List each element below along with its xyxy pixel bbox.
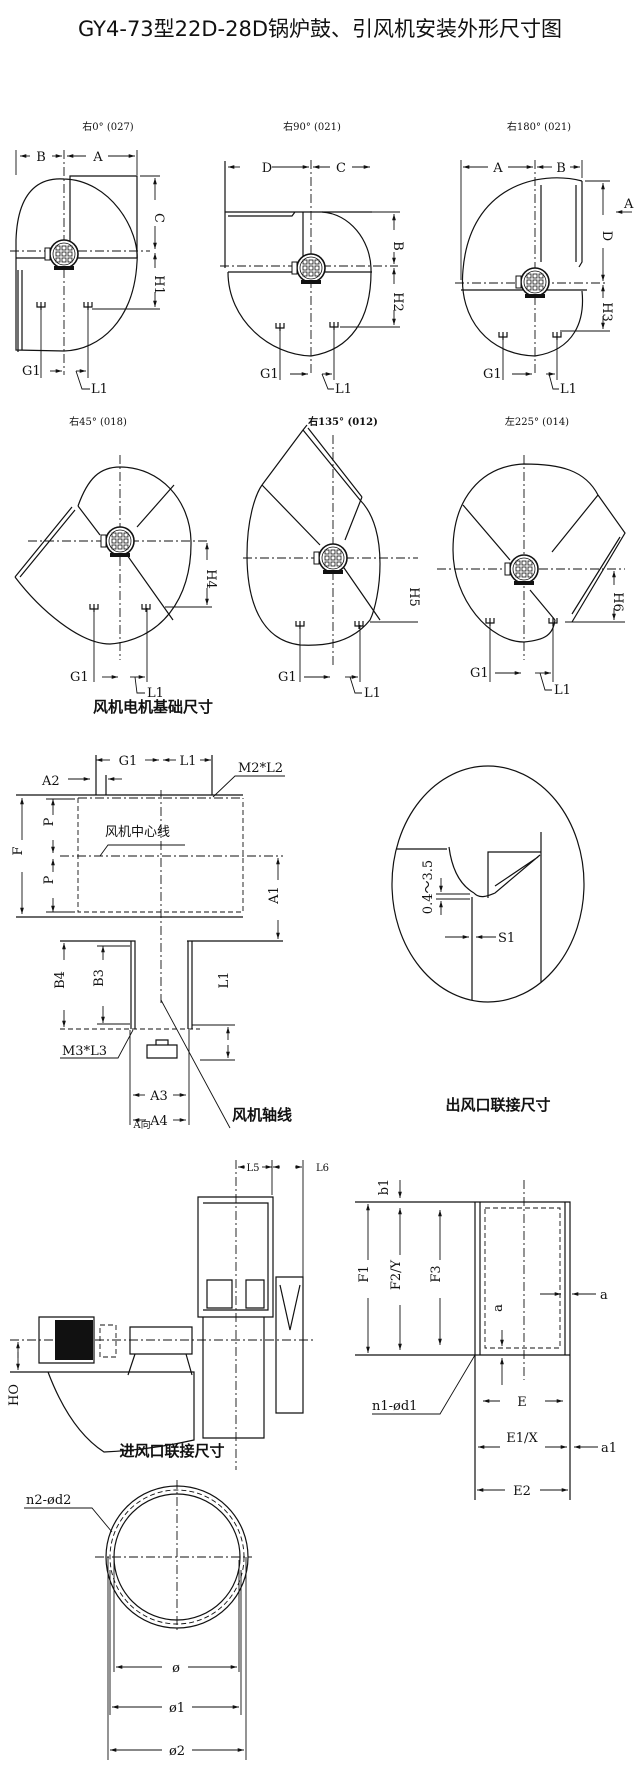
label-m2l2: M2*L2 — [238, 761, 283, 776]
dim-g1: G1 — [278, 670, 297, 685]
view-right-180: 右180° (021) A B D H3 A G1 L1 — [455, 120, 634, 397]
view-direction-a: A — [623, 197, 634, 212]
dim-g1: G1 — [260, 367, 279, 382]
dim-l1-vertical: L1 — [217, 972, 232, 989]
dim-h1: H1 — [151, 275, 166, 295]
view-caption: 右135° (012) — [307, 415, 378, 428]
dim-g1: G1 — [483, 367, 502, 382]
label-m3l3: M3*L3 — [62, 1044, 107, 1059]
dim-b: B — [36, 150, 46, 165]
dim-a3: A3 — [149, 1089, 168, 1104]
dim-l1: L1 — [560, 382, 577, 397]
view-caption: 右90° (021) — [283, 120, 341, 133]
section-title: 风机电机基础尺寸 — [93, 698, 213, 716]
dim-g1: G1 — [22, 364, 41, 379]
view-right-45: 右45° (018) H4 G1 L1 — [14, 415, 218, 701]
dim-l1: L1 — [554, 683, 571, 698]
dim-g1: G1 — [119, 754, 138, 769]
section-title: 出风口联接尺寸 — [445, 1096, 550, 1114]
dim-h5: H5 — [406, 587, 421, 607]
dim-a-right: a — [600, 1288, 608, 1303]
dim-b4: B4 — [53, 971, 68, 989]
inlet-flange: 进风口联接尺寸 n2-ød2 ø ø1 ø2 — [24, 1442, 252, 1760]
dim-e: E — [517, 1395, 527, 1410]
dim-a1: A1 — [267, 886, 282, 905]
dim-c: C — [151, 213, 166, 223]
view-caption: 右0° (027) — [82, 120, 134, 133]
dim-h3: H3 — [599, 302, 614, 322]
page-title: GY4-73型22D-28D锅炉鼓、引风机安装外形尺寸图 — [78, 17, 562, 41]
view-right-0: 右0° (027) B A C H1 G1 L1 — [10, 120, 166, 397]
dim-f: F — [11, 846, 26, 855]
dim-a: A — [92, 150, 103, 165]
dim-h0: HO — [7, 1384, 22, 1406]
dim-l1: L1 — [91, 382, 108, 397]
label-s1: S1 — [498, 931, 515, 946]
dim-d2: ø2 — [169, 1744, 185, 1759]
label-n2-d2: n2-ød2 — [26, 1493, 71, 1508]
view-right-135: 右135° (012) H5 G1 L1 — [243, 415, 421, 701]
dim-b1: b1 — [377, 1179, 392, 1196]
dim-d: D — [599, 231, 614, 241]
dim-a2: A2 — [41, 774, 60, 789]
dim-e1-x: E1/X — [506, 1431, 538, 1446]
section-title: A向 — [132, 1118, 150, 1131]
dim-b: B — [390, 241, 405, 251]
side-view: A向 L5 L6 HO — [7, 1118, 329, 1470]
dim-a1: a1 — [601, 1441, 617, 1456]
dim-h4: H4 — [203, 569, 218, 589]
dim-c: C — [336, 161, 346, 176]
dim-f3: F3 — [429, 1265, 444, 1282]
view-caption: 左225° (014) — [505, 415, 569, 428]
dim-a: A — [492, 161, 503, 176]
dim-p-upper: P — [42, 817, 57, 826]
dim-h6: H6 — [610, 592, 625, 612]
outlet-flange: 出风口联接尺寸 b1 F1 F2/Y F3 a a n1-ød1 E E1/X … — [355, 1096, 617, 1500]
dim-g1: G1 — [70, 670, 89, 685]
label-gap: 0.4～3.5 — [421, 860, 436, 914]
foundation-drawing: 风机电机基础尺寸 G1 L1 A2 M2*L2 F P P 风机中心线 A1 B… — [11, 698, 292, 1129]
label-fan-centerline: 风机中心线 — [105, 825, 170, 840]
dim-h2: H2 — [390, 292, 405, 312]
clearance-detail: 0.4～3.5 S1 — [391, 765, 585, 1003]
dim-g1: G1 — [470, 666, 489, 681]
section-title: 进风口联接尺寸 — [119, 1442, 224, 1460]
view-caption: 右45° (018) — [69, 415, 127, 428]
dim-b: B — [556, 161, 566, 176]
dim-b3: B3 — [92, 969, 107, 987]
dim-f2-y: F2/Y — [389, 1259, 404, 1290]
view-left-225: 左225° (014) H6 G1 L1 — [437, 415, 626, 698]
label-n1-d1: n1-ød1 — [372, 1399, 417, 1414]
view-right-90: 右90° (021) D C B H2 G1 L1 — [220, 120, 405, 397]
dim-d1: ø1 — [169, 1701, 185, 1716]
dim-p-lower: P — [42, 875, 57, 884]
dim-l6: L6 — [316, 1163, 329, 1174]
dim-l1: L1 — [335, 382, 352, 397]
dim-a4: A4 — [149, 1114, 168, 1129]
dim-l5: L5 — [246, 1163, 259, 1174]
dim-d: D — [262, 161, 272, 176]
view-caption: 右180° (021) — [507, 120, 571, 133]
dim-l1: L1 — [147, 686, 164, 701]
dim-l1: L1 — [364, 686, 381, 701]
dim-d: ø — [172, 1661, 180, 1676]
label-fan-axis: 风机轴线 — [232, 1106, 292, 1124]
dim-l1: L1 — [180, 754, 197, 769]
dim-a-mid: a — [491, 1304, 506, 1312]
dim-e2: E2 — [513, 1484, 531, 1499]
dim-f1: F1 — [357, 1265, 372, 1282]
